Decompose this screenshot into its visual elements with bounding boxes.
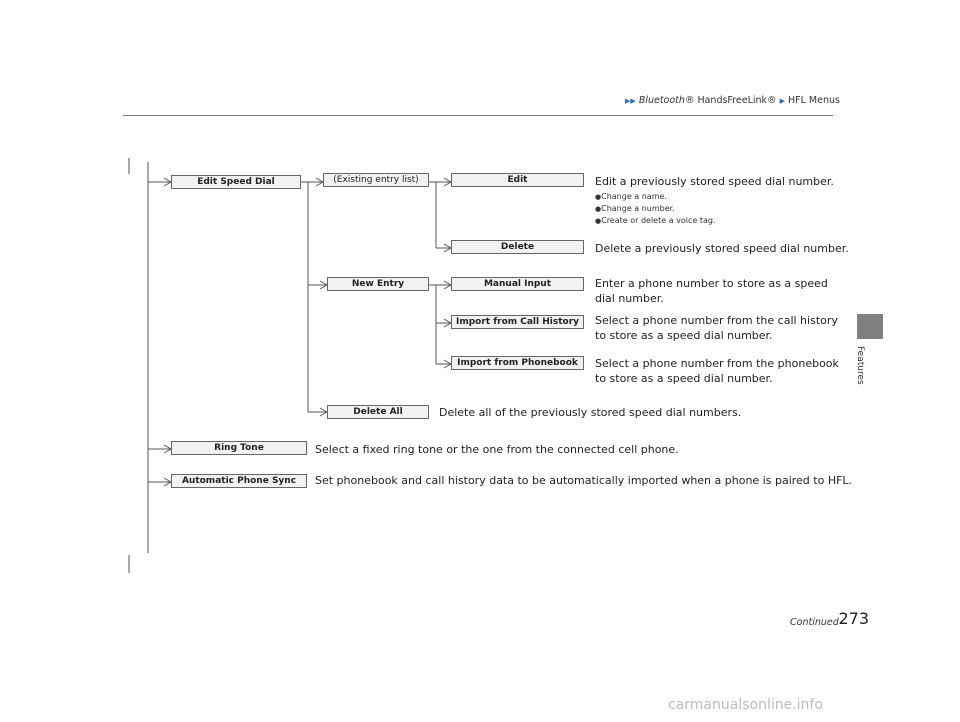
breadcrumb-bluetooth: Bluetooth: [638, 95, 685, 106]
page-number: 273: [838, 609, 869, 628]
menu-box-import-call-history: Import from Call History: [451, 315, 584, 329]
menu-box-delete-all: Delete All: [327, 405, 429, 419]
breadcrumb-arrow-icon: ▶▶: [625, 97, 636, 105]
desc-import-call-history-line2: to store as a speed dial number.: [595, 329, 773, 342]
section-tab: [857, 314, 883, 339]
desc-ring-tone: Select a fixed ring tone or the one from…: [315, 443, 679, 456]
desc-automatic-phone-sync: Set phonebook and call history data to b…: [315, 474, 853, 487]
desc-delete: Delete a previously stored speed dial nu…: [595, 242, 849, 255]
menu-box-automatic-phone-sync: Automatic Phone Sync: [171, 474, 307, 488]
menu-box-new-entry: New Entry: [327, 277, 429, 291]
menu-box-existing-entry-list: (Existing entry list): [323, 173, 429, 187]
breadcrumb-hfl: ® HandsFreeLink®: [684, 95, 777, 106]
breadcrumb: ▶▶ Bluetooth® HandsFreeLink® ▶ HFL Menus: [625, 95, 840, 106]
desc-edit-bullet: ●Change a number.: [595, 204, 675, 213]
desc-import-phonebook-line2: to store as a speed dial number.: [595, 372, 773, 385]
desc-manual-input-line1: Enter a phone number to store as a speed: [595, 277, 828, 290]
desc-edit-bullet: ●Change a name.: [595, 192, 667, 201]
breadcrumb-hfl-menus: HFL Menus: [788, 95, 840, 106]
breadcrumb-arrow-icon: ▶: [779, 97, 785, 105]
desc-import-call-history-line1: Select a phone number from the call hist…: [595, 314, 838, 327]
desc-delete-all: Delete all of the previously stored spee…: [439, 406, 742, 419]
desc-edit: Edit a previously stored speed dial numb…: [595, 175, 834, 188]
menu-box-import-phonebook: Import from Phonebook: [451, 356, 584, 370]
menu-box-ring-tone: Ring Tone: [171, 441, 307, 455]
desc-edit-bullet: ●Create or delete a voice tag.: [595, 216, 716, 225]
watermark: carmanualsonline.info: [668, 697, 823, 713]
menu-box-manual-input: Manual Input: [451, 277, 584, 291]
desc-import-phonebook-line1: Select a phone number from the phonebook: [595, 357, 839, 370]
continued-label: Continued: [790, 617, 839, 628]
desc-manual-input-line2: dial number.: [595, 292, 664, 305]
menu-box-edit-speed-dial: Edit Speed Dial: [171, 175, 301, 189]
menu-box-edit: Edit: [451, 173, 584, 187]
menu-box-delete: Delete: [451, 240, 584, 254]
header-rule: [123, 115, 833, 116]
